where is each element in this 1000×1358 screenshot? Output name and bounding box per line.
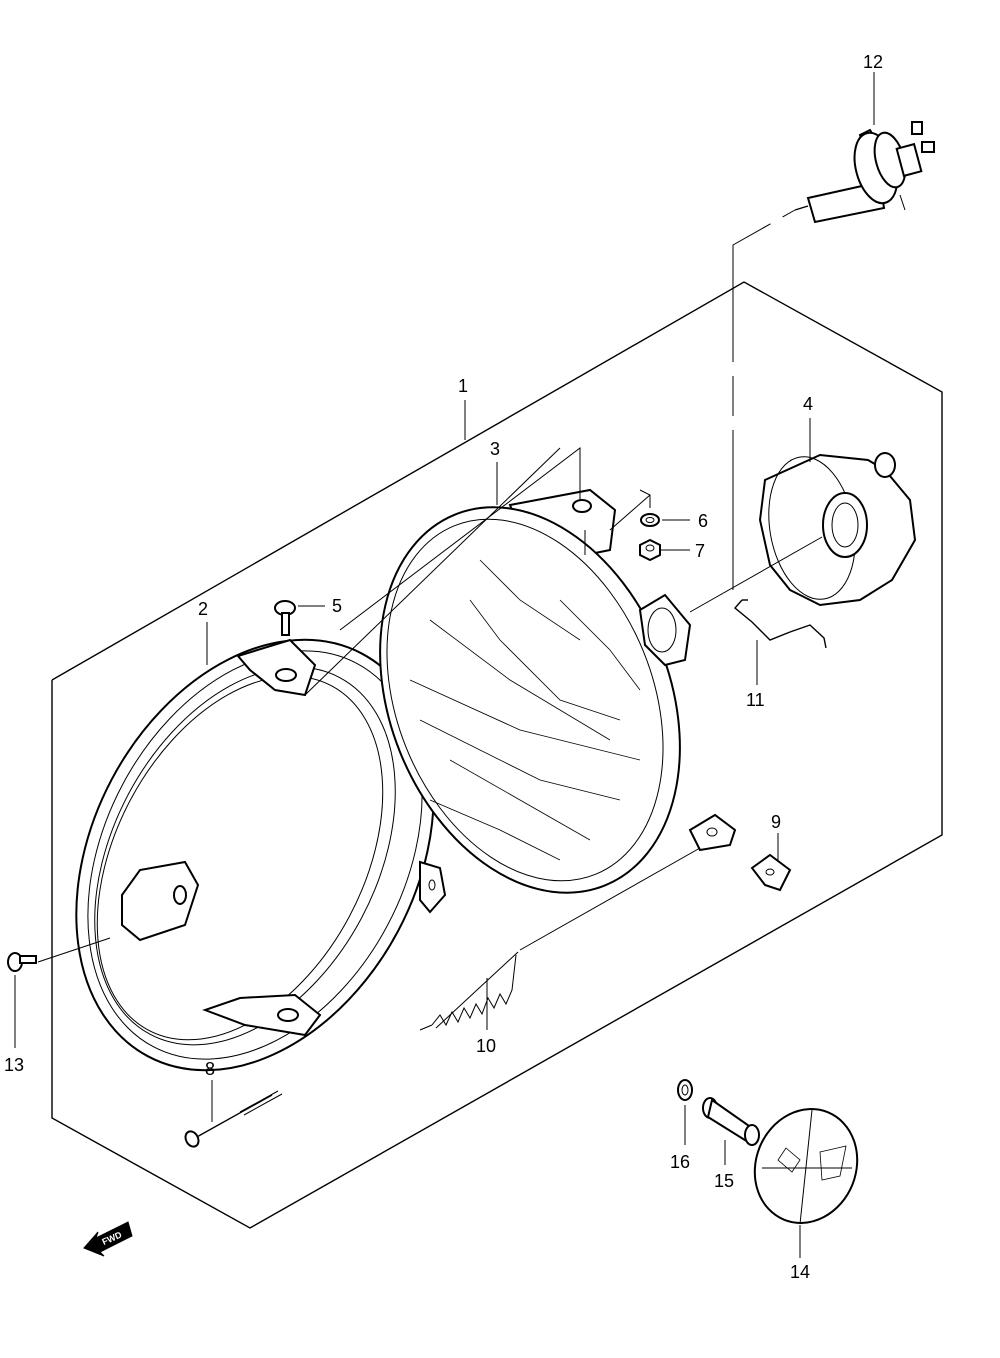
callout-5: 5 — [332, 596, 342, 616]
callout-14: 14 — [790, 1262, 810, 1282]
washer-6 — [640, 513, 660, 527]
headlight-bulb — [794, 121, 935, 224]
callout-11: 11 — [746, 690, 765, 710]
screw-13 — [7, 952, 37, 972]
callout-2: 2 — [198, 599, 208, 619]
callout-labels: 1 2 3 4 5 6 7 8 9 10 11 12 13 14 15 16 — [4, 52, 883, 1282]
leader-lines — [14, 72, 875, 1258]
washer-16 — [677, 1079, 693, 1101]
callout-12: 12 — [863, 52, 883, 72]
callout-10: 10 — [476, 1036, 496, 1056]
headlight-unit — [379, 488, 737, 894]
callout-4: 4 — [803, 394, 813, 414]
nut-7 — [639, 538, 661, 562]
lamp-socket-housing — [758, 452, 917, 607]
headlight-rim — [75, 638, 447, 1072]
callout-3: 3 — [490, 439, 500, 459]
callout-7: 7 — [695, 541, 705, 561]
collar-15 — [702, 1097, 760, 1146]
callout-9: 9 — [771, 812, 781, 832]
clip-nut-9 — [750, 853, 792, 892]
forward-direction-arrow: FWD — [83, 1221, 133, 1257]
spring-10 — [431, 951, 519, 1029]
callout-1: 1 — [458, 376, 468, 396]
wire-clip-11 — [733, 599, 827, 649]
screw-5 — [274, 600, 296, 636]
callout-15: 15 — [714, 1171, 734, 1191]
callout-6: 6 — [698, 511, 708, 531]
callout-16: 16 — [670, 1152, 690, 1172]
long-bolt-8 — [184, 1090, 283, 1148]
assembly-outline — [51, 281, 943, 1229]
callout-13: 13 — [4, 1055, 24, 1075]
reflector-14 — [753, 1108, 859, 1225]
callout-8: 8 — [205, 1059, 215, 1079]
